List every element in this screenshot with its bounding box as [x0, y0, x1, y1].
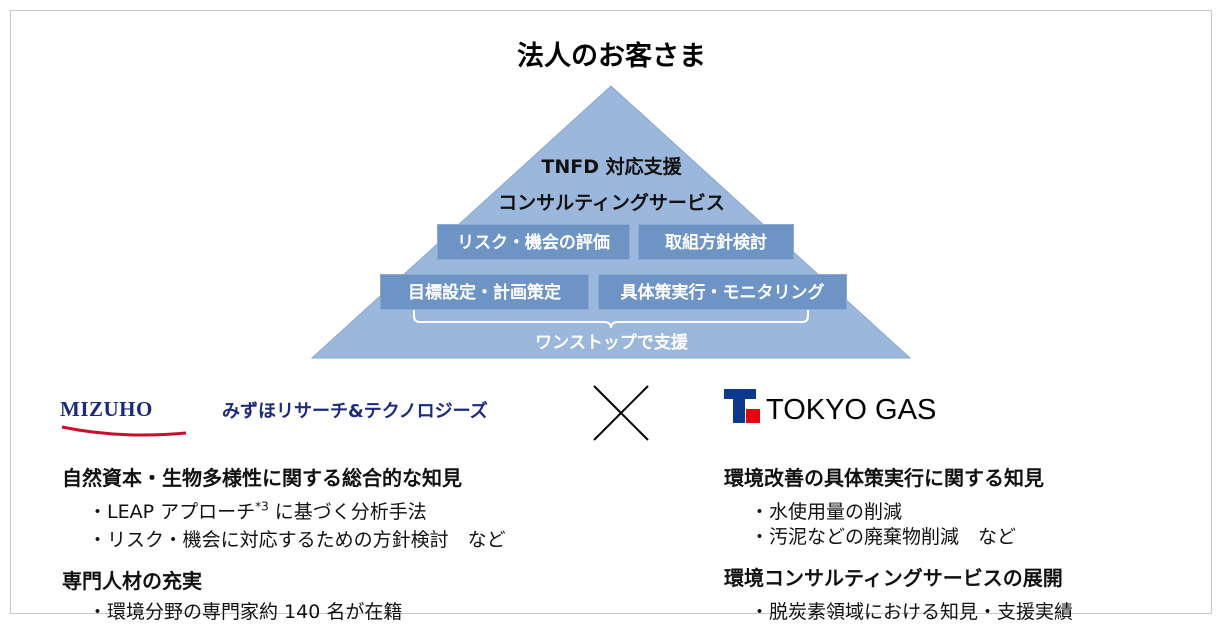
onestop-brace — [413, 308, 809, 329]
mizuho-logo: MIZUHO — [60, 397, 190, 441]
right-bullet-3: ・脱炭素領域における知見・支援実績 — [750, 601, 1074, 623]
page-title: 法人のお客さま — [517, 41, 706, 72]
tokyogas-logo-text: TOKYO GAS — [766, 394, 937, 426]
left-bullet-2: ・リスク・機会に対応するための方針検討 など — [88, 529, 506, 551]
service-title-line2: コンサルティングサービス — [498, 192, 725, 214]
box-risk-opportunity: リスク・機会の評価 — [437, 224, 630, 260]
mizuho-logo-word: MIZUHO — [60, 397, 153, 421]
right-heading-2: 環境コンサルティングサービスの展開 — [724, 566, 1063, 590]
cross-icon — [593, 385, 649, 441]
left-bullet-1: ・LEAP アプローチ*3 に基づく分析手法 — [88, 499, 427, 523]
mizuho-swoosh-icon — [61, 425, 187, 437]
mizuho-company-name: みずほリサーチ&テクノロジーズ — [222, 401, 488, 422]
box-target-setting: 目標設定・計画策定 — [380, 274, 589, 310]
left-heading-2: 専門人材の充実 — [62, 569, 202, 593]
box-implementation: 具体策実行・モニタリング — [598, 274, 847, 310]
tokyogas-logo-icon — [724, 389, 760, 423]
onestop-label: ワンストップで支援 — [535, 333, 688, 353]
left-bullet-3: ・環境分野の専門家約 140 名が在籍 — [88, 601, 403, 623]
pyramid-triangle — [310, 85, 912, 359]
right-bullet-1: ・水使用量の削減 — [750, 501, 903, 523]
service-title-line1: TNFD 対応支援 — [541, 156, 682, 178]
right-heading-1: 環境改善の具体策実行に関する知見 — [724, 466, 1044, 490]
box-policy: 取組方針検討 — [638, 224, 794, 260]
left-heading-1: 自然資本・生物多様性に関する総合的な知見 — [62, 466, 462, 490]
right-bullet-2: ・汚泥などの廃棄物削減 など — [750, 526, 1017, 548]
